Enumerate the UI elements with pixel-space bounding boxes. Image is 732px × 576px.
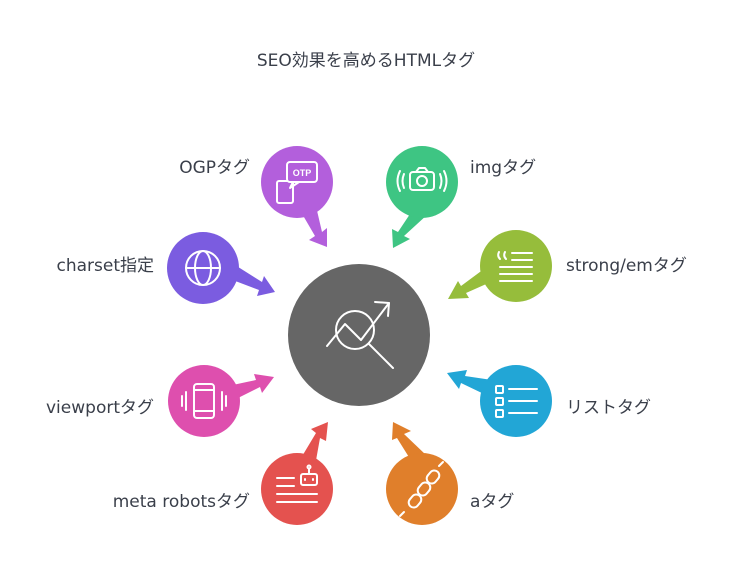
node-img: [386, 146, 458, 248]
label-list: リストタグ: [566, 398, 651, 418]
trending-analysis-icon: [326, 301, 394, 369]
node-viewport: [168, 365, 274, 437]
label-meta: meta robotsタグ: [112, 492, 250, 512]
node-charset: [167, 232, 275, 304]
chain-link-icon: [399, 461, 444, 517]
node-list: [447, 365, 552, 437]
quote-text-icon: [497, 251, 533, 282]
robot-document-icon: [276, 464, 318, 503]
label-a: aタグ: [470, 492, 515, 512]
otp-phone-icon: [276, 161, 318, 204]
label-ogp: OGPタグ: [179, 158, 250, 178]
otp-icon-text: OTP: [293, 168, 312, 178]
mobile-device-icon: [181, 383, 227, 419]
list-icon: [495, 385, 538, 418]
node-a: [386, 422, 458, 525]
node-strong: [448, 230, 552, 302]
label-img: imgタグ: [470, 158, 537, 178]
node-ogp: OTP: [261, 146, 333, 247]
node-meta: [261, 422, 333, 525]
label-charset: charset指定: [56, 256, 154, 276]
center-node: [288, 264, 430, 406]
diagram-title: SEO効果を高めるHTMLタグ: [256, 51, 476, 71]
camera-icon: [396, 167, 448, 192]
label-viewport: viewportタグ: [46, 398, 154, 418]
globe-icon: [185, 250, 221, 286]
label-strong: strong/emタグ: [566, 256, 687, 276]
